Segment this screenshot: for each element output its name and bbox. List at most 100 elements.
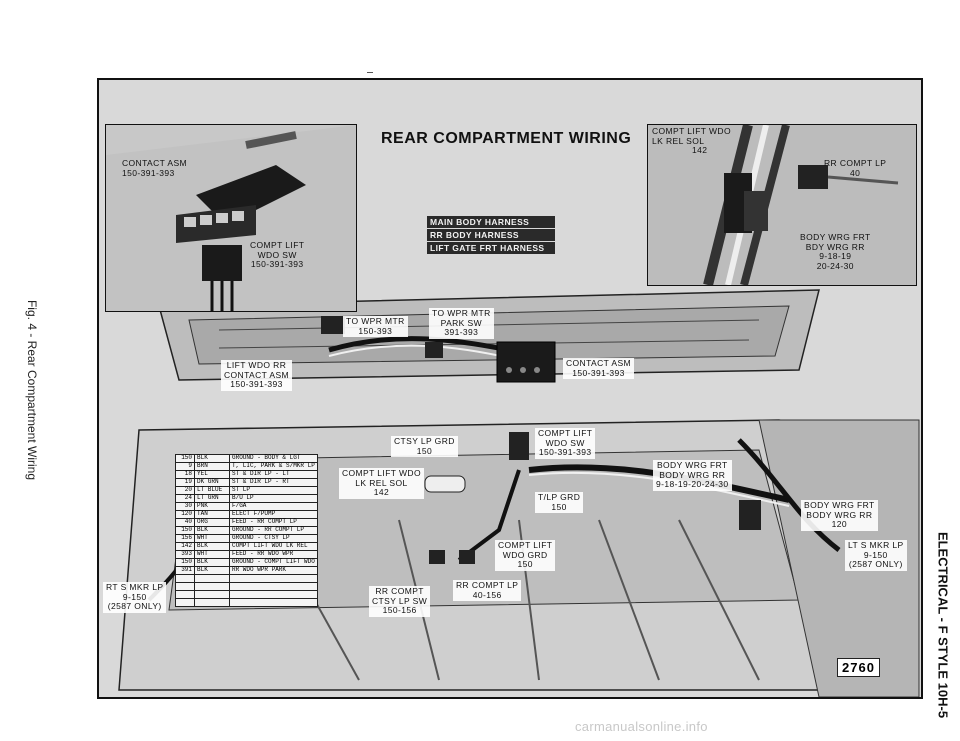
- label-compt-lift-wdo-sw: COMPT LIFT WDO SW 150-391-393: [535, 428, 596, 459]
- label-line: RR COMPT: [375, 586, 424, 596]
- label-line: T/LP GRD: [538, 492, 581, 502]
- inset-compt-lift-wdo-sw: CONTACT ASM 150-391-393 COMPT LIFT WDO S…: [105, 124, 357, 312]
- label-to-wpr-mtr: TO WPR MTR 150-393: [343, 316, 408, 337]
- label-line: (2587 ONLY): [107, 601, 162, 611]
- label-line: WDO SW: [257, 249, 297, 260]
- label-line: 150-393: [358, 325, 393, 336]
- watermark: carmanualsonline.info: [575, 719, 708, 734]
- wire-color: [194, 590, 230, 599]
- wire-color: [194, 574, 230, 583]
- label-line: 150-391-393: [572, 367, 625, 378]
- label-line: 150-391-393: [250, 259, 304, 269]
- label-line: 150: [416, 445, 433, 456]
- circuit-number: [175, 590, 195, 599]
- label-lt-s-mkr-lp: LT S MKR LP 9-150 (2587 ONLY): [845, 540, 907, 571]
- wire-color: BLK: [194, 566, 230, 575]
- label-t-lp-grd: T/LP GRD 150: [535, 492, 584, 513]
- label-compt-lift-wdo-inset: COMPT LIFT WDO LK REL SOL 142: [652, 126, 731, 156]
- label-line: 150: [551, 501, 567, 512]
- legend-lift-gate-frt-harness: LIFT GATE FRT HARNESS: [427, 242, 555, 254]
- label-rr-compt-lp: RR COMPT LP 40-156: [453, 580, 522, 601]
- inset-rr-compt-lp: COMPT LIFT WDO LK REL SOL 142 RR COMPT L…: [647, 124, 917, 286]
- label-ctsy-lp-grd: CTSY LP GRD 150: [391, 436, 458, 457]
- label-line: (2587 ONLY): [848, 559, 903, 569]
- label-line: TO WPR MTR: [346, 316, 405, 326]
- label-line: COMPT LIFT: [498, 540, 553, 550]
- table-row: [175, 574, 318, 583]
- harness-legend: MAIN BODY HARNESS RR BODY HARNESS LIFT G…: [427, 216, 555, 255]
- label-to-wpr-mtr-park-sw: TO WPR MTR PARK SW 391-393: [429, 308, 494, 339]
- label-line: 9-18-19: [819, 251, 852, 261]
- label-line: 150: [517, 559, 533, 569]
- label-line: CTSY LP GRD: [394, 436, 455, 446]
- circuit-number: [175, 598, 195, 607]
- label-line: 142: [692, 145, 708, 155]
- label-line: BODY WRG FRT: [656, 460, 728, 470]
- label-rt-s-mkr-lp: RT S MKR LP 9-150 (2587 ONLY): [103, 582, 167, 613]
- side-caption-text: Fig. 4 - Rear Compartment Wiring: [25, 299, 39, 481]
- legend-main-body-harness: MAIN BODY HARNESS: [427, 216, 555, 228]
- figure-title: REAR COMPARTMENT WIRING: [381, 130, 632, 147]
- label-rr-compt-ctsy-lp-sw: RR COMPT CTSY LP SW 150-156: [369, 586, 431, 617]
- side-header-text: ELECTRICAL - F STYLE 10H-5: [935, 531, 951, 719]
- label-line: 20-24-30: [816, 260, 854, 271]
- circuit-function: [229, 598, 318, 607]
- label-line: 150-156: [382, 605, 417, 615]
- label-body-wrg-frt-rr: BODY WRG FRT BODY WRG RR 9-18-19-20-24-3…: [653, 460, 732, 491]
- label-line: WDO GRD: [502, 549, 548, 560]
- label-line: 40: [850, 167, 861, 178]
- circuit-function: [229, 574, 318, 583]
- wire-color: [194, 582, 230, 591]
- label-line: CONTACT ASM: [122, 158, 188, 168]
- circuit-number: [175, 574, 195, 583]
- circuit-function: RR WDO WPR PARK: [229, 566, 318, 575]
- wiring-figure: REAR COMPARTMENT WIRING CONTACT ASM 150-…: [97, 78, 923, 699]
- circuit-function: [229, 582, 318, 591]
- table-row: [175, 598, 318, 607]
- label-lift-wdo-rr-contact-asm: LIFT WDO RR CONTACT ASM 150-391-393: [221, 360, 293, 391]
- label-line: RR COMPT LP: [824, 158, 887, 168]
- label-line: COMPT LIFT: [538, 428, 593, 438]
- label-line: LIFT WDO RR: [226, 360, 287, 370]
- label-line: COMPT LIFT: [250, 240, 305, 250]
- figure-number: 2760: [837, 658, 880, 677]
- label-line: LK REL SOL: [652, 135, 705, 146]
- legend-rr-body-harness: RR BODY HARNESS: [427, 229, 555, 241]
- wire-color: [194, 598, 230, 607]
- label-line: CONTACT ASM: [224, 369, 290, 380]
- table-row: [175, 590, 318, 599]
- label-line: 9-150: [863, 549, 888, 560]
- label-line: 150-391-393: [538, 447, 592, 457]
- label-line: BODY WRG RR: [806, 509, 873, 520]
- label-compt-lift-inset: COMPT LIFT WDO SW 150-391-393: [250, 240, 305, 270]
- label-line: 391-393: [444, 327, 479, 337]
- circuit-number: 391: [175, 566, 195, 575]
- label-line: RR COMPT LP: [456, 580, 519, 590]
- label-line: BODY WRG FRT: [804, 500, 875, 510]
- label-line: COMPT LIFT WDO: [652, 126, 731, 136]
- label-line: BDY WRG RR: [805, 241, 865, 252]
- label-line: 120: [831, 519, 847, 529]
- label-body-wrg-inset: BODY WRG FRT BDY WRG RR 9-18-19 20-24-30: [800, 232, 871, 271]
- label-line: CTSY LP SW: [372, 595, 428, 606]
- label-line: BODY WRG FRT: [800, 232, 871, 242]
- label-line: 9-150: [122, 591, 147, 602]
- page-mark: [367, 72, 373, 73]
- label-compt-lift-wdo-grd: COMPT LIFT WDO GRD 150: [495, 540, 556, 571]
- label-line: 150-391-393: [230, 379, 283, 389]
- side-header: ELECTRICAL - F STYLE 10H-5: [928, 532, 958, 718]
- circuit-function: [229, 590, 318, 599]
- side-caption: Fig. 4 - Rear Compartment Wiring: [20, 290, 44, 490]
- label-line: BODY WRG RR: [659, 469, 726, 480]
- label-line: RT S MKR LP: [106, 582, 164, 592]
- label-line: 150-391-393: [122, 167, 175, 178]
- label-line: 9-18-19-20-24-30: [656, 479, 729, 489]
- label-compt-lift-wdo-lk-rel-sol: COMPT LIFT WDO LK REL SOL 142: [339, 468, 424, 499]
- label-line: LK REL SOL: [355, 477, 408, 488]
- circuit-number: [175, 582, 195, 591]
- label-line: LT S MKR LP: [848, 540, 904, 550]
